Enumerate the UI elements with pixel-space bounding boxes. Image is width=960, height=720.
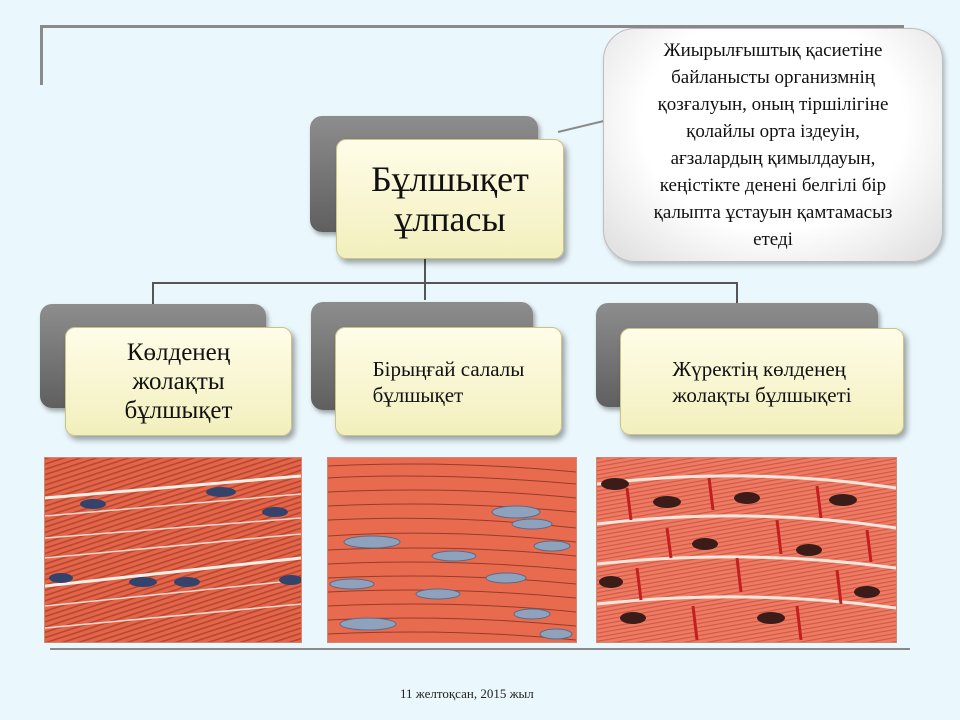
connector-right — [736, 282, 738, 304]
main-card: Бұлшықет ұлпасы — [336, 139, 564, 259]
category-label-striated: Көлденең жолақты бұлшықет — [124, 339, 233, 424]
striated-muscle-tissue-image — [44, 457, 302, 643]
callout-bubble: Жиырылғыштық қасиетіне байланысты органи… — [603, 28, 943, 262]
connector-vertical-main — [424, 258, 426, 300]
category-card-striated: Көлденең жолақты бұлшықет — [65, 327, 292, 436]
footer-date: 11 желтоқсан, 2015 жыл — [400, 686, 534, 701]
category-card-smooth: Бірыңғай салалы бұлшықет — [335, 327, 562, 436]
category-label-smooth: Бірыңғай салалы бұлшықет — [372, 356, 525, 407]
frame-left-line — [40, 25, 43, 85]
category-label-cardiac: Жүректің көлденең жолақты бұлшықеті — [672, 356, 852, 407]
callout-text: Жиырылғыштық қасиетіне байланысты органи… — [653, 40, 893, 250]
callout-pointer — [557, 119, 609, 133]
smooth-muscle-tissue-image — [327, 457, 577, 643]
main-card-label: Бұлшықет ұлпасы — [371, 159, 529, 239]
connector-left — [152, 282, 154, 304]
cardiac-muscle-tissue-image — [596, 457, 897, 643]
frame-top-line — [40, 25, 904, 28]
connector-horizontal — [152, 282, 738, 284]
frame-bottom-line — [50, 648, 910, 650]
category-card-cardiac: Жүректің көлденең жолақты бұлшықеті — [620, 328, 904, 435]
